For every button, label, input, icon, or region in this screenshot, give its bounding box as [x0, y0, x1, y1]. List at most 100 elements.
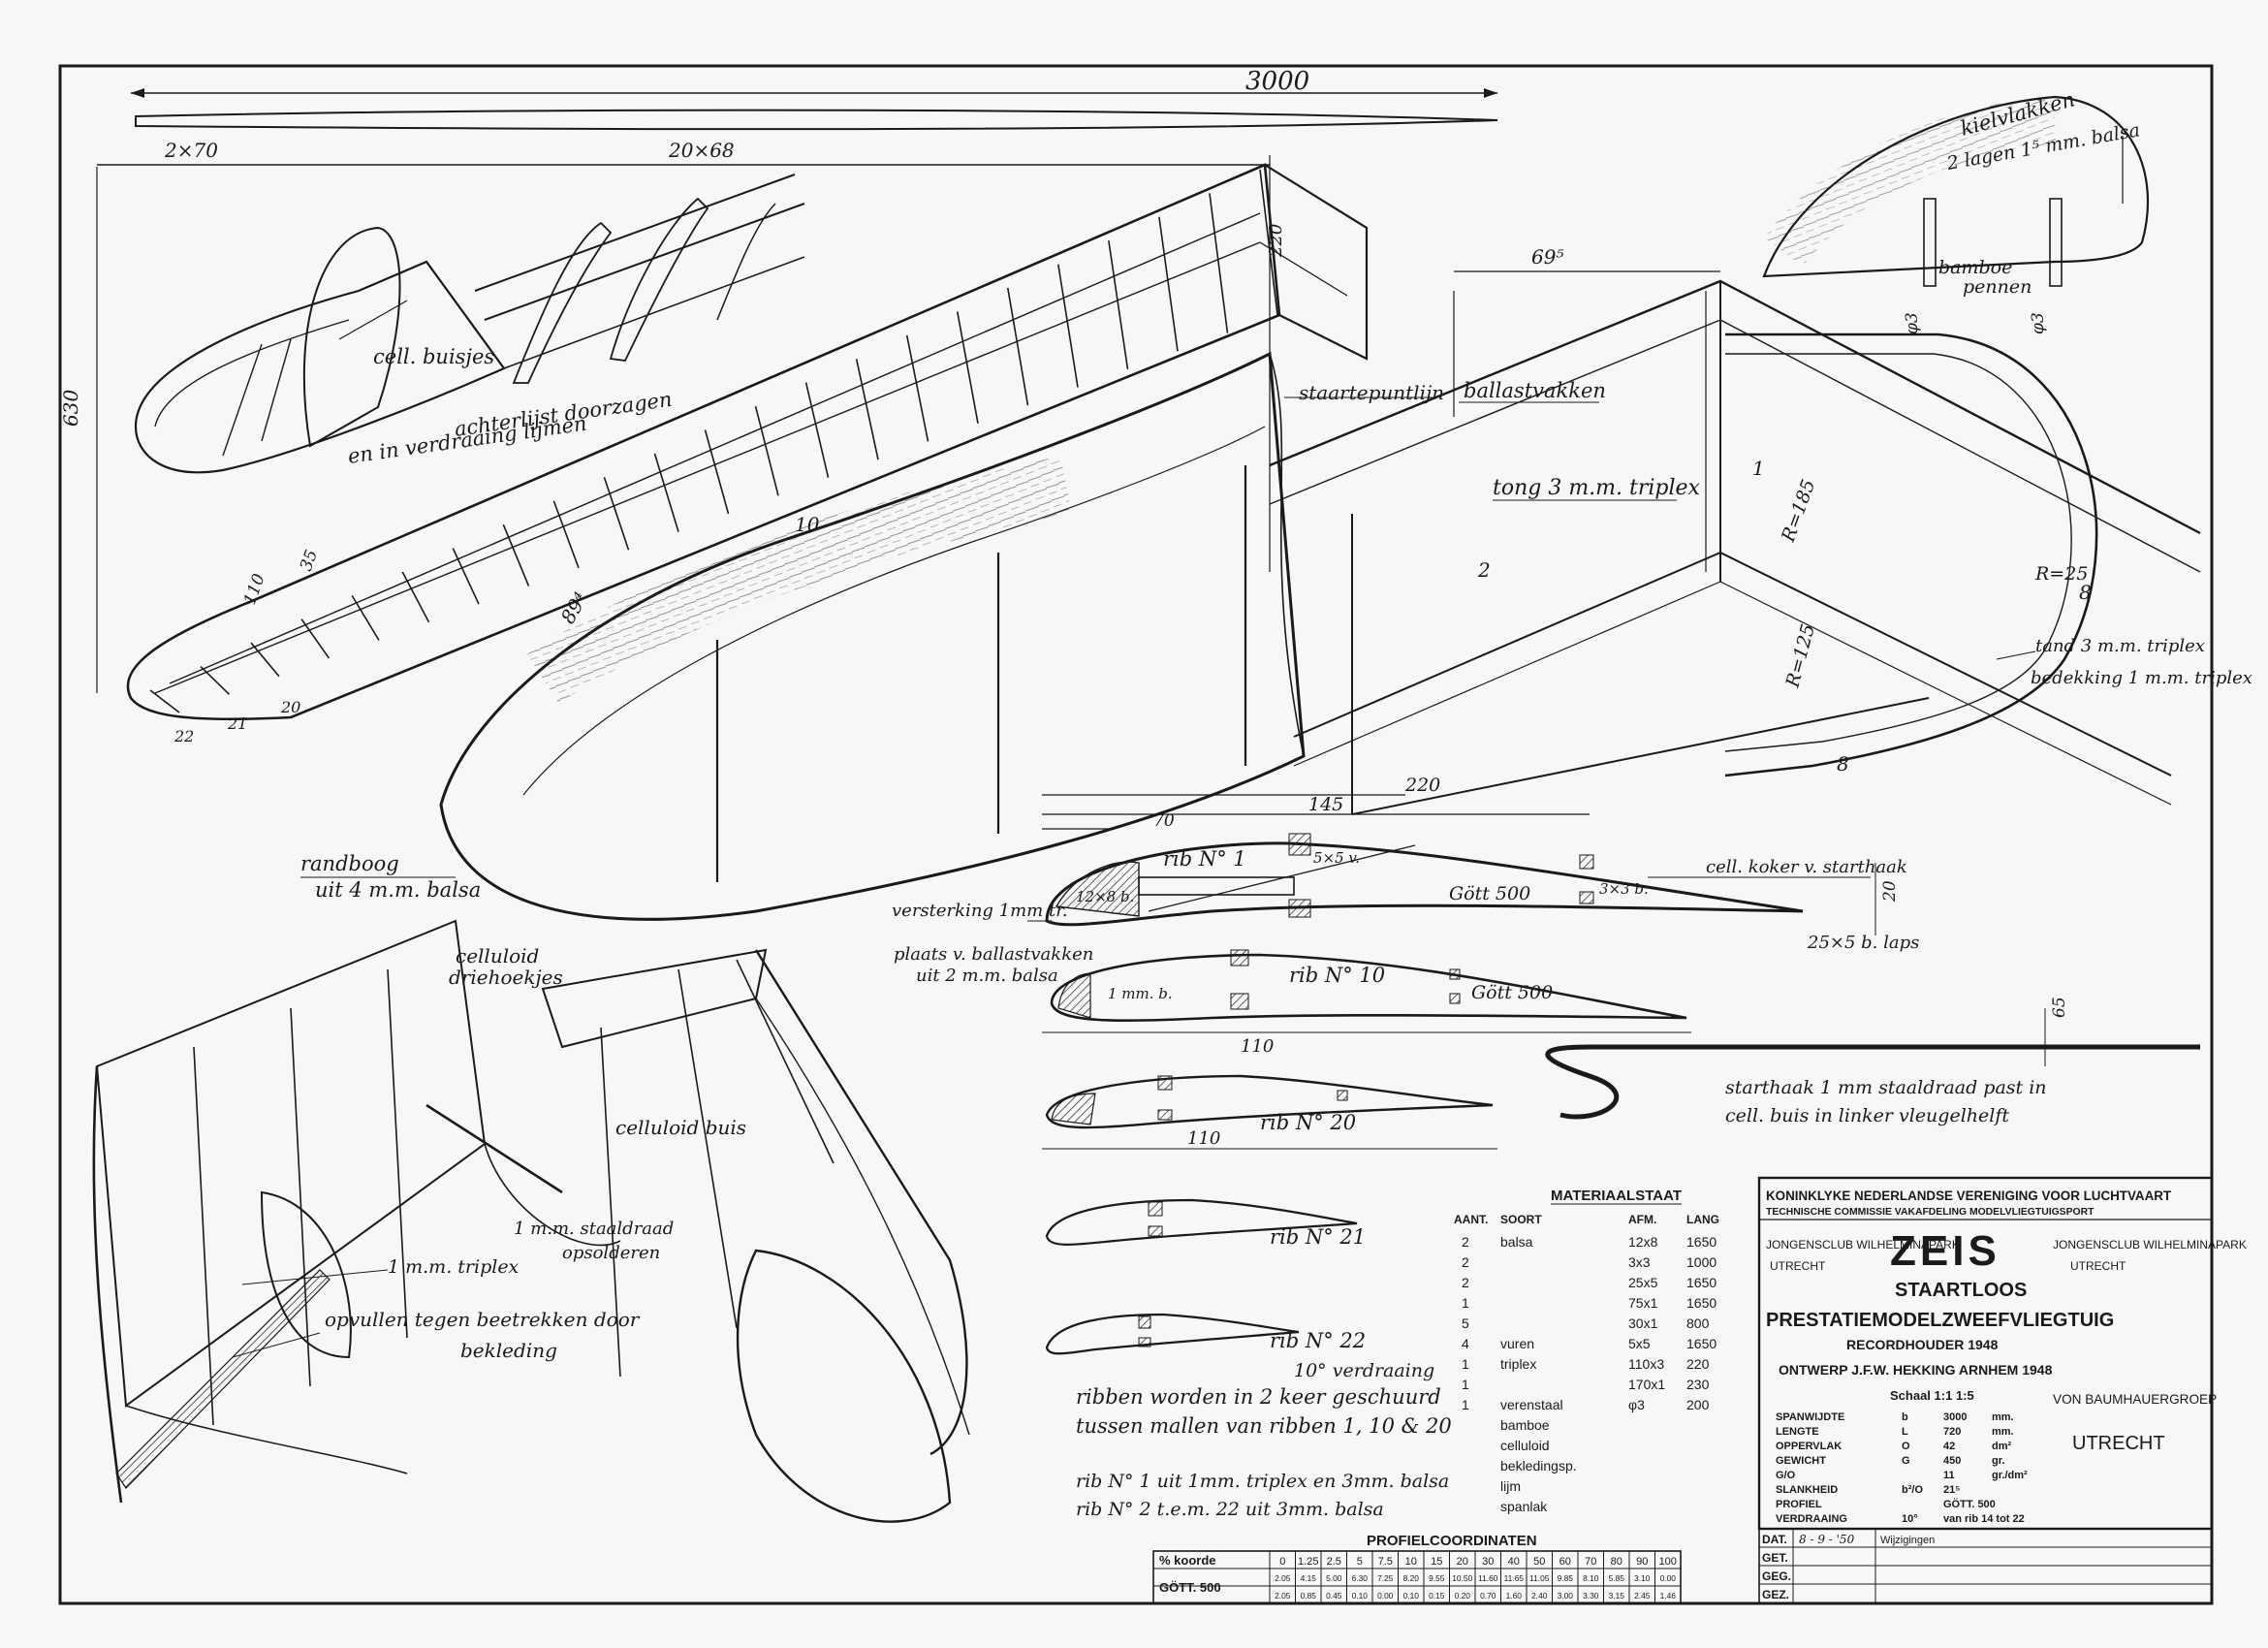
profile-lower: 0.20	[1455, 1591, 1471, 1600]
spec-cell: GÖTT. 500	[1943, 1498, 1996, 1510]
tb-club-right: JONGENSCLUB WILHELMINAPARK	[2053, 1238, 2247, 1252]
profile-lower: 3.15	[1609, 1591, 1625, 1600]
spec-cell: 42	[1943, 1441, 1955, 1452]
profile-lower: 3.30	[1583, 1591, 1599, 1600]
hook-dim: 65	[2050, 997, 2069, 1018]
profile-x: 0	[1279, 1556, 1285, 1568]
tongue-rad-b: R=25	[2034, 563, 2088, 585]
label-randboog: randboog	[300, 852, 399, 875]
rib-len-d: 110	[1187, 1128, 1220, 1149]
profile-lower: 0.70	[1480, 1591, 1496, 1600]
label-uit-2mm: uit 2 m.m. balsa	[916, 966, 1058, 986]
rib-22	[1045, 1313, 1300, 1355]
lattice-rib	[452, 548, 480, 605]
lattice-rib	[704, 429, 730, 515]
material-cell: 2	[1462, 1275, 1469, 1290]
profile-upper: 3.10	[1634, 1573, 1651, 1583]
spec-cell: LENGTE	[1776, 1426, 1819, 1438]
profile-upper: 6.30	[1352, 1573, 1369, 1583]
half-span-div-a: 2×70	[164, 139, 218, 162]
rib-len-c: 110	[1241, 1036, 1274, 1057]
tb-top: KONINKLYKE NEDERLANDSE VERENIGING VOOR L…	[1766, 1188, 2172, 1203]
perspective-sketch: celluloid driehoekjes celluloid buis 1 m…	[92, 919, 970, 1523]
material-cell: vuren	[1500, 1336, 1534, 1351]
tb-type2: PRESTATIEMODELZWEEFVLIEGTUIG	[1766, 1310, 2114, 1331]
profile-upper: 5.85	[1609, 1573, 1625, 1583]
spec-cell: L	[1902, 1426, 1908, 1438]
material-cell: verenstaal	[1500, 1397, 1563, 1412]
material-cell: bekledingsp.	[1500, 1458, 1577, 1474]
profile-lower: 0.10	[1352, 1591, 1369, 1600]
material-cell: 2	[1462, 1254, 1469, 1270]
material-cell: 12x8	[1628, 1234, 1658, 1250]
lattice-rib	[1108, 240, 1129, 370]
profile-x: 70	[1585, 1556, 1596, 1568]
note-2: tussen mallen van ribben 1, 10 & 20	[1076, 1414, 1452, 1438]
centre-section: 69⁵ ballastvakken tong 3 m.m. triplex R=…	[1269, 245, 2252, 815]
lattice-rib	[1006, 287, 1029, 406]
material-cell: 25x5	[1628, 1275, 1658, 1290]
lattice-rib	[804, 382, 830, 478]
profile-upper: 8.20	[1403, 1573, 1420, 1583]
tb-type1: STAARTLOOS	[1895, 1280, 2027, 1301]
spec-cell: b	[1902, 1411, 1908, 1423]
label-plaats: plaats v. ballastvakken	[894, 944, 1093, 965]
tb-stamp2: UTRECHT	[2072, 1433, 2165, 1454]
material-cell: 1650	[1686, 1295, 1717, 1311]
tb-name: ZEIS	[1890, 1227, 2000, 1275]
label-triplex1: 1 m.m. triplex	[388, 1256, 520, 1278]
profile-row-label: GÖTT. 500	[1159, 1580, 1221, 1595]
profile-lower: 0.15	[1429, 1591, 1445, 1600]
rib-21	[1045, 1198, 1358, 1246]
rib-len-b: 220	[1404, 775, 1440, 796]
fin-dim: 69⁵	[1531, 245, 1563, 269]
profile-lower: 2.40	[1531, 1591, 1548, 1600]
material-cell: 30x1	[1628, 1315, 1658, 1331]
material-cell: 110x3	[1628, 1356, 1664, 1372]
spec-cell: gr.	[1992, 1455, 2004, 1467]
spec-cell: mm.	[1992, 1426, 2014, 1438]
profile-lower: 1.46	[1660, 1591, 1677, 1600]
profile-lower: 0.10	[1403, 1591, 1420, 1600]
spec-cell: OPPERVLAK	[1776, 1441, 1842, 1452]
spec-cell: mm.	[1992, 1411, 2014, 1423]
spec-cell: G	[1902, 1455, 1910, 1467]
lattice-rib	[250, 642, 280, 678]
spec-cell: dm²	[1992, 1441, 2012, 1452]
material-cell: 1	[1462, 1397, 1469, 1412]
material-cell: lijm	[1500, 1478, 1521, 1494]
tb-schaal: Schaal 1:1 1:5	[1890, 1388, 1974, 1403]
phi3-b: φ3	[2029, 312, 2048, 334]
label-bekleding: bekleding	[460, 1339, 557, 1362]
label-lap: 25×5 b. laps	[1807, 933, 1919, 953]
spec-cell: 10°	[1902, 1513, 1918, 1525]
spec-cell: b²/O	[1902, 1484, 1923, 1496]
label-rib10: rib N° 10	[1289, 964, 1385, 987]
label-uit-balsa: uit 4 m.m. balsa	[315, 878, 481, 902]
lattice-rib	[552, 500, 580, 569]
material-cell: 800	[1686, 1315, 1710, 1331]
profile-x: 7.5	[1378, 1556, 1393, 1568]
profile-lower: 1.60	[1506, 1591, 1523, 1600]
label-rib21: rib N° 21	[1270, 1225, 1366, 1249]
material-cell: 230	[1686, 1377, 1710, 1392]
fin-drawing: kielvlakken 2 lagen 1⁵ mm. balsa bamboe …	[1762, 87, 2150, 334]
material-cell: 1	[1462, 1356, 1469, 1372]
lattice-rib	[1158, 216, 1179, 352]
phi3-a: φ3	[1903, 312, 1922, 334]
label-pennen: pennen	[1963, 276, 2032, 298]
profile-upper: 11.05	[1529, 1573, 1550, 1583]
profile-x: 50	[1533, 1556, 1545, 1568]
starthaak-drawing: 65 starthaak 1 mm staaldraad past in cel…	[1545, 997, 2200, 1126]
rib-10	[1050, 953, 1687, 1023]
profile-lower: 3.00	[1558, 1591, 1574, 1600]
spec-cell: G/O	[1776, 1470, 1796, 1481]
tb-sub: TECHNISCHE COMMISSIE VAKAFDELING MODELVL…	[1766, 1207, 2095, 1218]
spec-cell: 3000	[1943, 1411, 1967, 1423]
spec-cell: SPANWIJDTE	[1776, 1411, 1844, 1423]
profile-x: 1.25	[1298, 1556, 1318, 1568]
profile-x: 15	[1431, 1556, 1442, 1568]
lattice-rib	[653, 453, 679, 532]
rib-1	[1045, 841, 1804, 927]
